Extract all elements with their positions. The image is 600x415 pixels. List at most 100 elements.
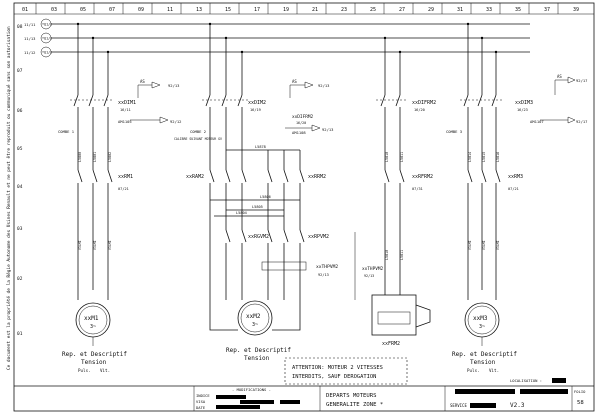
- supply-left-label: 11/13: [24, 36, 35, 41]
- motor-cable-label: V3LMI: [93, 240, 97, 250]
- brake-label: xxFRM2: [382, 341, 400, 347]
- cable-label: L5810: [385, 152, 389, 162]
- contactor-label: xxRM3: [508, 174, 523, 180]
- contactor-a-label: xxRAM2: [186, 174, 204, 180]
- visa-label: VISA: [196, 399, 206, 404]
- wire-label: L5804: [236, 211, 247, 215]
- localisation-label: LOCALISATION :: [510, 378, 542, 383]
- cable-label: L5801: [93, 152, 97, 162]
- column-number: 33: [486, 7, 492, 13]
- column-number: 13: [196, 7, 202, 13]
- modifications-label: - MODIFICATIONS -: [232, 387, 271, 392]
- contact-label: xxDIFRM2: [412, 100, 436, 106]
- contact-ref: 16/19: [250, 108, 261, 112]
- motor-puls: Puls.: [78, 368, 91, 373]
- aux-top-ref: 92/13: [168, 83, 179, 88]
- motor-branch-m3: xxDIM3 16/23 COMBE 3 AS 92/17 AM1107 92/…: [446, 22, 587, 373]
- column-number: 25: [370, 7, 376, 13]
- aux-bottom-label: AM1108: [292, 130, 306, 135]
- motor-name: xxM3: [473, 315, 488, 322]
- therm-label: xxTHPVM2: [316, 264, 338, 270]
- row-number: 06: [17, 108, 23, 114]
- supply-ref: *Q1/1: [42, 51, 52, 55]
- row-number: 08: [17, 24, 23, 30]
- therm-label: xxTHPVM2: [362, 266, 384, 272]
- aux-top-ref: 92/13: [318, 83, 329, 88]
- column-number: 23: [341, 7, 347, 13]
- contactor-pv-label: xxRPVM2: [308, 234, 329, 240]
- redacted-block: [216, 405, 260, 409]
- aux-top-label: AS: [557, 74, 562, 79]
- column-number: 09: [138, 7, 144, 13]
- therm-ref: 92/13: [318, 273, 329, 277]
- wire-label: L5805: [252, 205, 263, 209]
- column-number: 19: [283, 7, 289, 13]
- column-number: 17: [254, 7, 260, 13]
- folio-label: FOLIO: [574, 389, 586, 394]
- sheet-border: [13, 2, 595, 412]
- indice-label: INDICE: [196, 393, 210, 398]
- redacted-block: [455, 389, 515, 394]
- date-label: DATE: [196, 405, 206, 410]
- attention-line-1: ATTENTION: MOTEUR 2 VITESSES: [292, 365, 383, 371]
- motor-puls: Puls.: [467, 368, 480, 373]
- row-header: 08 07 06 05 04 03 02 01: [17, 24, 23, 337]
- brake-branch-frm2: xxDIFRM2 16/20 L5810 L5811 xxRFRM2 07/31…: [354, 36, 436, 347]
- cable-label: L5802: [108, 152, 112, 162]
- contactor-b-label: xxRRM2: [308, 174, 326, 180]
- column-number: 15: [225, 7, 231, 13]
- contact-label2: xxDIFRM2: [292, 114, 314, 120]
- motor-name: xxM1: [84, 315, 99, 322]
- redacted-block: [280, 400, 300, 404]
- aux-bottom-ref: 92/13: [322, 127, 333, 132]
- motor-caption: Rep. et Descriptif: [226, 347, 291, 354]
- contactor-ref: 07/31: [412, 187, 423, 191]
- row-number: 01: [17, 331, 23, 337]
- drawing-title-1: DEPARTS MOTEURS: [326, 393, 377, 399]
- combe-label: COMBE 3: [446, 129, 462, 134]
- aux-top-label: AS: [292, 79, 297, 84]
- row-number: 04: [17, 184, 23, 190]
- motor-branch-m1: xxDIM1 16/11 COMBE 1 AS 92/13 AM1105 92/…: [58, 22, 181, 373]
- folio-number: 58: [577, 400, 584, 406]
- title-block: INDICE VISA DATE - MODIFICATIONS - DEPAR…: [14, 378, 594, 411]
- redacted-block: [240, 400, 274, 404]
- row-number: 05: [17, 146, 23, 152]
- contact-ref2: 16/20: [296, 121, 306, 125]
- contactor-label: xxRFRM2: [412, 174, 433, 180]
- redacted-block: [470, 403, 496, 408]
- combe-label: COMBE 1: [58, 129, 75, 134]
- contactor-ref: 07/21: [118, 187, 129, 191]
- attention-box: ATTENTION: MOTEUR 2 VITESSES INTERDITS, …: [284, 357, 408, 385]
- motor-cable-label: V3LMI: [468, 240, 472, 250]
- contactor-gv-label: xxRGVM2: [248, 234, 269, 240]
- brake-box: [371, 294, 417, 336]
- combe-label: COMBE 2: [190, 129, 206, 134]
- row-number: 03: [17, 226, 23, 232]
- contact-label: xxDIM2: [248, 100, 266, 106]
- wire-label: L5878: [255, 145, 266, 149]
- contactor-ref: 07/21: [508, 187, 519, 191]
- motor-phase: 3~: [479, 324, 485, 330]
- contact-ref: 16/20: [414, 108, 425, 112]
- redacted-block: [552, 378, 566, 383]
- motor-cable-label: V3LMI: [482, 240, 486, 250]
- aux-bottom-label: AM1107: [530, 119, 544, 124]
- column-header: 01 03 05 07 09 11 13 15 17 19 21 23 25 2…: [22, 7, 579, 13]
- aux-top-ref: 92/17: [576, 78, 587, 83]
- motor-cable-label: V3LMI: [108, 240, 112, 250]
- column-number: 29: [428, 7, 434, 13]
- column-number: 21: [312, 7, 318, 13]
- supply-bus: *Q1/1 *Q1/1 *Q1/1 11/11 11/13 11/12: [24, 18, 530, 58]
- column-number: 27: [399, 7, 405, 13]
- aux-top-label: AS: [140, 79, 145, 84]
- drawing-title-2: GENERALITE ZONE *: [326, 402, 383, 408]
- cable-label: L5810: [385, 250, 389, 260]
- column-number: 31: [457, 7, 463, 13]
- motor-caption: Rep. et Descriptif: [452, 351, 517, 358]
- motor-branch-m2: xxDIM2 16/19 COMBE 2 CALIBRE SUIVANT MOT…: [174, 22, 338, 362]
- cable-label: L5800: [78, 152, 82, 162]
- motor-phase: 3~: [90, 324, 96, 330]
- motor-cable-label: V3LMI: [78, 240, 82, 250]
